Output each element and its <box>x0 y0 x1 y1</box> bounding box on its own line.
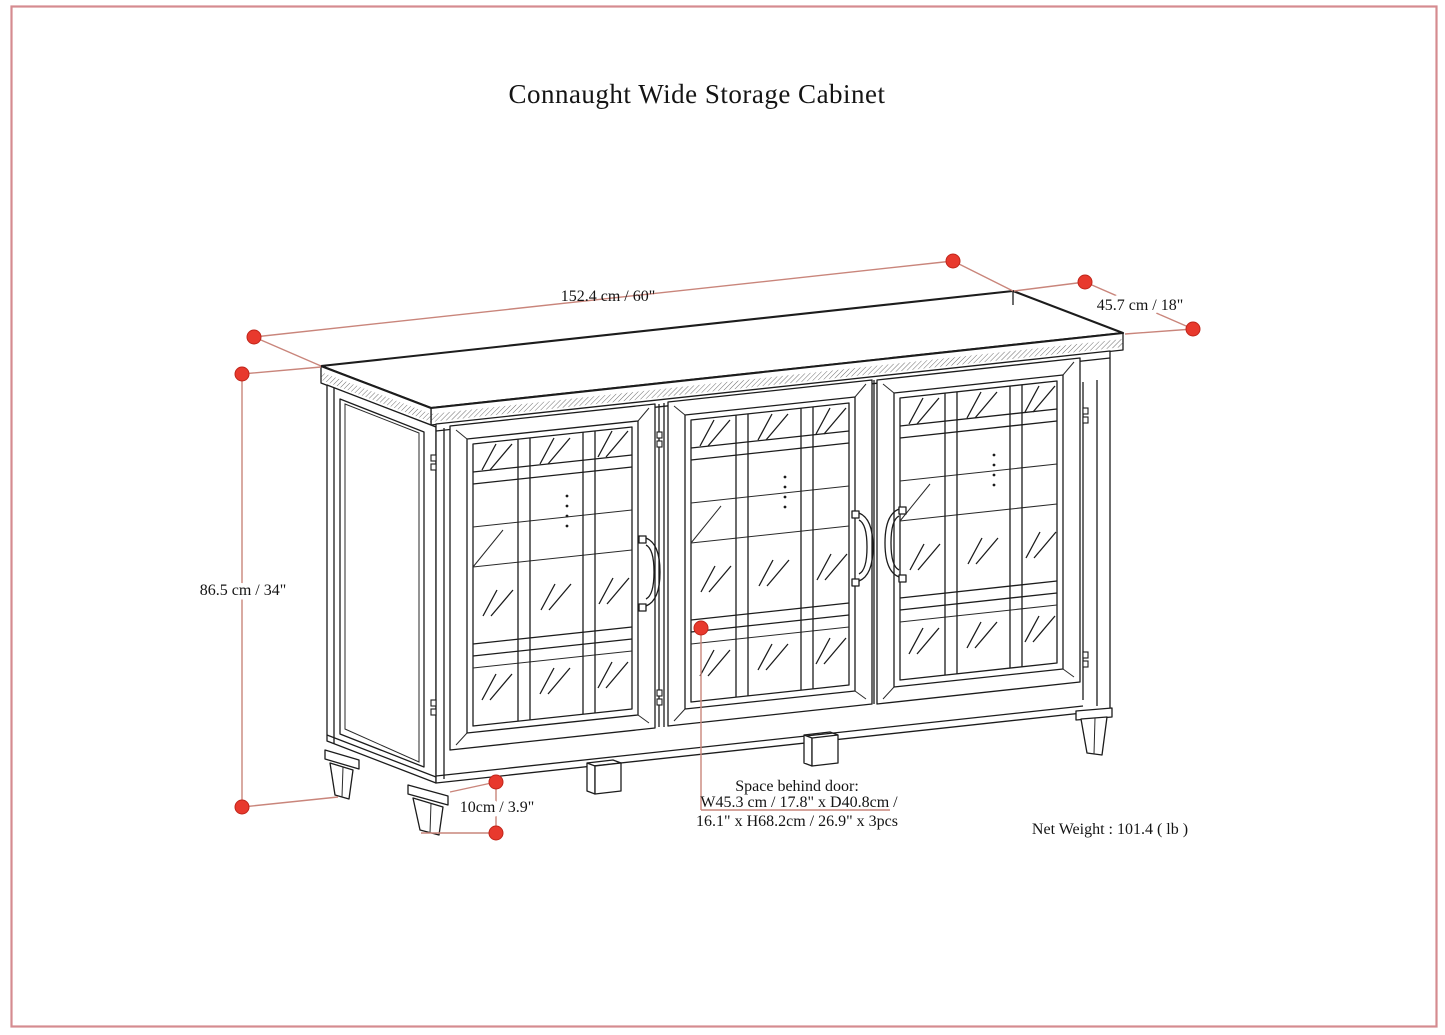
door-right-mullions <box>944 385 1023 675</box>
door-left-shelf <box>472 509 633 568</box>
door-middle-shelf <box>690 485 850 544</box>
door-middle-floor-line <box>690 626 850 645</box>
door-left-outer-frame <box>449 403 656 751</box>
cabinet-left-side <box>326 384 437 784</box>
door-middle-handle <box>851 510 874 587</box>
dimension-endpoint-dot <box>1077 274 1093 290</box>
height-dimension-label: 86.5 cm / 34" <box>200 582 287 599</box>
dimension-space-behind-door: Space behind door: W45.3 cm / 17.8" x D4… <box>693 620 898 830</box>
width-dimension-label: 152.4 cm / 60" <box>561 288 656 305</box>
right-post-lines <box>1082 380 1098 706</box>
dimension-endpoint-dot <box>488 774 504 790</box>
dimension-width: 152.4 cm / 60" <box>246 253 1014 367</box>
space-behind-door-title: Space behind door: <box>735 778 859 795</box>
door-middle-glass <box>690 402 850 703</box>
door-left-handle <box>638 535 661 612</box>
door-right-shelf <box>899 463 1058 522</box>
door-middle-bevels <box>673 383 867 722</box>
dimension-endpoint-dot <box>945 253 961 269</box>
dimension-depth: 45.7 cm / 18" <box>1013 274 1201 337</box>
door-middle-shelf-pins <box>783 475 787 509</box>
left-side-bottom-rail <box>326 734 437 778</box>
middle-right-leg <box>803 731 839 767</box>
door-left-mullions <box>517 431 596 721</box>
left-side-inset-bevel <box>344 403 420 763</box>
dimension-height: 86.5 cm / 34" <box>195 366 339 815</box>
door-left-bevels <box>455 407 650 746</box>
front-rim-hatch <box>431 339 1123 422</box>
cabinet-drawing <box>319 289 1125 836</box>
dimension-endpoint-dot <box>488 825 504 841</box>
door-left-bottom-bar <box>472 626 633 657</box>
middle-left-leg <box>586 759 622 795</box>
net-weight-label: Net Weight : 101.4 ( lb ) <box>1032 821 1188 838</box>
dimension-endpoint-dot <box>693 620 709 636</box>
door-middle-outer-frame <box>667 379 873 727</box>
front-left-leg <box>407 784 449 836</box>
door-middle-mullions <box>735 407 814 697</box>
leg-height-dimension-label: 10cm / 3.9" <box>460 799 535 816</box>
door-middle-top-bar <box>690 430 850 461</box>
door-right-glass <box>899 380 1058 681</box>
door-right-top-bar <box>899 408 1058 439</box>
cabinet-door-middle <box>667 379 873 727</box>
cabinet-top <box>319 289 1125 426</box>
door-handles <box>638 506 907 612</box>
dimension-endpoint-dot <box>1185 321 1201 337</box>
dimension-endpoint-dot <box>234 366 250 382</box>
door-right-outer-frame <box>876 357 1081 705</box>
space-behind-door-line1: W45.3 cm / 17.8" x D40.8cm / <box>700 794 898 811</box>
door-right-shelf-pins <box>992 453 996 487</box>
back-left-leg <box>324 749 360 800</box>
door-left-shelf-pins <box>565 494 569 528</box>
left-side-panel <box>326 384 437 784</box>
door-left-floor-line <box>472 650 633 669</box>
top-front-edge <box>320 331 1124 410</box>
depth-dimension-label: 45.7 cm / 18" <box>1097 297 1184 314</box>
dimension-endpoint-dot <box>246 329 262 345</box>
left-rim-hatch <box>321 372 431 422</box>
door-right-bevels <box>882 361 1075 700</box>
product-title: Connaught Wide Storage Cabinet <box>508 79 885 109</box>
front-right-leg <box>1075 707 1113 756</box>
cabinet-legs <box>324 707 1113 836</box>
page-border <box>10 5 1438 1028</box>
door-right-bottom-bar <box>899 580 1058 611</box>
door-left-top-bar <box>472 454 633 485</box>
cabinet-door-left <box>449 403 656 751</box>
dimension-endpoint-dot <box>234 799 250 815</box>
door-right-handle <box>884 506 907 583</box>
door-hinges <box>430 407 1089 716</box>
door-left-glass <box>472 426 633 727</box>
stile-door1-door2 <box>658 403 665 727</box>
door-middle-bottom-bar <box>690 602 850 633</box>
door-right-floor-line <box>899 604 1058 623</box>
space-behind-door-line2: 16.1" x H68.2cm / 26.9" x 3pcs <box>696 813 898 830</box>
left-side-inset-panel <box>339 398 425 768</box>
front-apron-line <box>435 705 1084 777</box>
cabinet-door-right <box>876 357 1081 705</box>
